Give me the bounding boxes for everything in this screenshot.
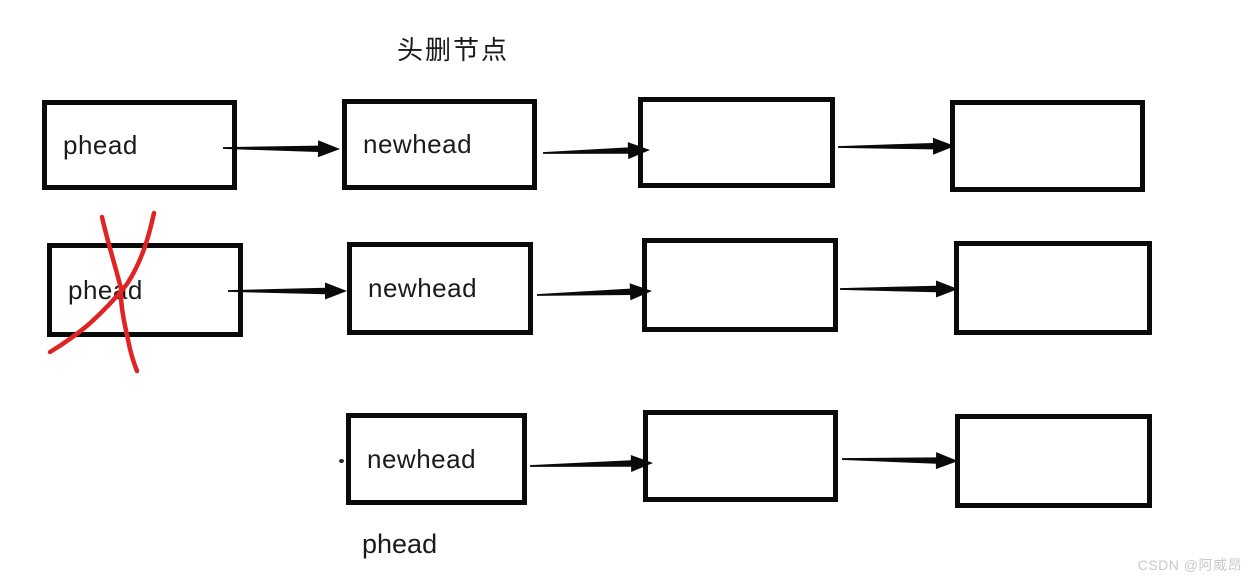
row2-node-empty-1	[642, 238, 838, 332]
node-label: phead	[63, 129, 138, 160]
stray-pen-dot	[339, 459, 344, 463]
next-pointer-arrow	[530, 455, 653, 472]
row1-node-empty-1	[638, 97, 835, 188]
row1-node-phead: phead	[42, 100, 237, 190]
next-pointer-arrow	[228, 282, 347, 300]
watermark: CSDN @阿威昂	[1137, 557, 1242, 573]
diagram-title: 头删节点	[397, 35, 510, 65]
row3-node-newhead: newhead	[346, 413, 527, 505]
row2-node-empty-2	[954, 241, 1152, 335]
footer-phead-label: phead	[362, 529, 438, 559]
row1-node-empty-2	[950, 100, 1145, 192]
next-pointer-arrow	[537, 283, 652, 301]
node-label: phead	[68, 274, 143, 305]
row3-node-empty-1	[643, 410, 838, 502]
next-pointer-arrow	[543, 142, 650, 160]
next-pointer-arrow	[223, 140, 340, 158]
row3-node-empty-2	[955, 414, 1152, 508]
next-pointer-arrow	[840, 280, 958, 298]
node-label: newhead	[363, 129, 473, 159]
node-label: newhead	[367, 443, 477, 474]
next-pointer-arrow	[842, 452, 958, 470]
row2-node-newhead: newhead	[347, 242, 533, 335]
node-label: newhead	[368, 273, 478, 303]
link-arrows	[223, 137, 958, 472]
row1-node-newhead: newhead	[342, 99, 537, 190]
next-pointer-arrow	[838, 137, 955, 155]
row2-node-phead-crossed: phead	[47, 243, 243, 337]
